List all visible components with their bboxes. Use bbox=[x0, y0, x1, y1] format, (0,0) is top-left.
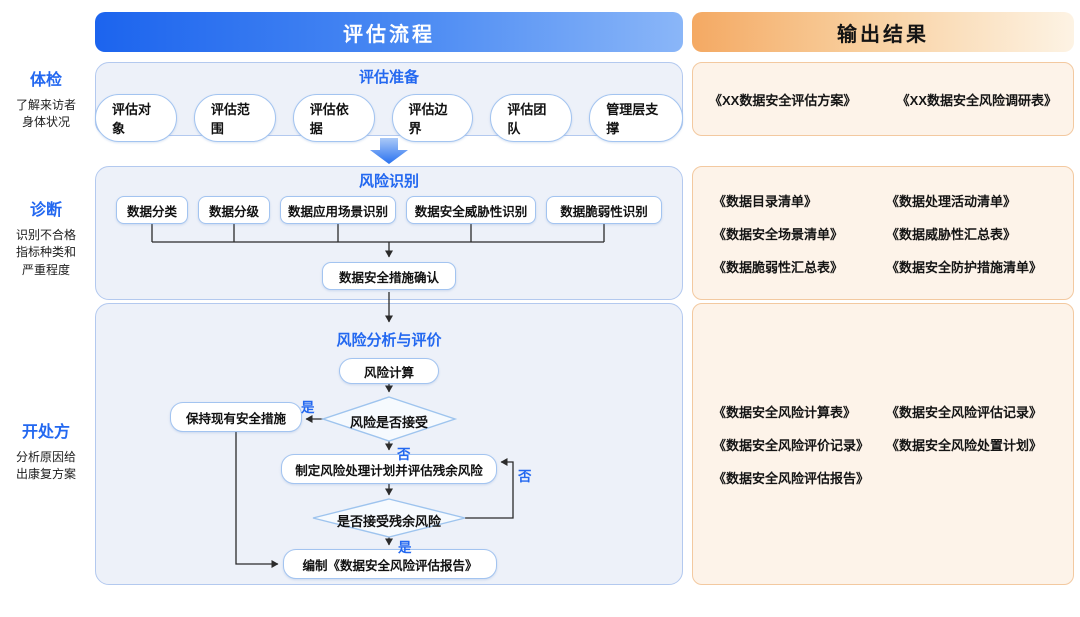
decision-accept-label: 风险是否接受 bbox=[349, 415, 428, 430]
label-no-residual: 否 bbox=[518, 469, 532, 484]
stage-prescription-desc: 分析原因给 出康复方案 bbox=[15, 450, 76, 482]
doc-item: 《数据目录清单》 bbox=[713, 193, 818, 209]
doc-item: 《数据安全风险评估报告》 bbox=[713, 470, 870, 486]
doc-item: 《数据安全风险评价记录》 bbox=[713, 437, 870, 453]
box-threat-identification: 数据安全威胁性识别 bbox=[406, 196, 536, 224]
doc-item: 《数据处理活动清单》 bbox=[886, 193, 1017, 209]
stage-prescription: 开处方 分析原因给 出康复方案 bbox=[0, 418, 92, 484]
decision-residual-label: 是否接受残余风险 bbox=[336, 514, 441, 529]
pill-assess-team: 评估团队 bbox=[490, 94, 573, 142]
stage-checkup-title: 体检 bbox=[29, 72, 62, 89]
doc-item: 《数据安全防护措施清单》 bbox=[886, 259, 1043, 275]
stage-diagnosis: 诊断 识别不合格 指标种类和 严重程度 bbox=[0, 196, 92, 279]
doc-item: 《数据安全风险评估记录》 bbox=[886, 404, 1043, 420]
box-data-classification: 数据分类 bbox=[116, 196, 188, 224]
box-keep-measures: 保持现有安全措施 bbox=[170, 402, 302, 432]
box-treatment-plan: 制定风险处理计划并评估残余风险 bbox=[281, 454, 497, 484]
output-docs-prepare: 《XX数据安全评估方案》 《XX数据安全风险调研表》 bbox=[692, 62, 1074, 136]
output-panel-prepare bbox=[692, 62, 1074, 136]
box-compile-report: 编制《数据安全风险评估报告》 bbox=[283, 549, 497, 579]
analysis-title: 风险分析与评价 bbox=[336, 332, 442, 349]
label-no-accept: 否 bbox=[397, 447, 411, 462]
doc-item: 《数据脆弱性汇总表》 bbox=[713, 259, 844, 275]
pill-assess-scope: 评估范围 bbox=[193, 94, 276, 142]
box-vulnerability-identification: 数据脆弱性识别 bbox=[546, 196, 662, 224]
doc-item: 《XX数据安全风险调研表》 bbox=[896, 92, 1057, 108]
pill-assess-object: 评估对象 bbox=[95, 94, 177, 142]
output-docs-identify: 《数据目录清单》 《数据处理活动清单》 《数据安全场景清单》 《数据威胁性汇总表… bbox=[692, 166, 1074, 300]
box-data-grading: 数据分级 bbox=[198, 196, 270, 224]
output-docs-analysis: 《数据安全风险计算表》 《数据安全风险评估记录》 《数据安全风险评价记录》 《数… bbox=[692, 303, 1074, 585]
doc-item: 《数据安全风险处置计划》 bbox=[886, 437, 1043, 453]
stage-checkup: 体检 了解来访者 身体状况 bbox=[0, 66, 92, 132]
label-yes-residual: 是 bbox=[398, 540, 412, 555]
output-panel-analysis bbox=[692, 303, 1074, 585]
stage-checkup-desc: 了解来访者 身体状况 bbox=[15, 98, 76, 130]
pill-management-support: 管理层支撑 bbox=[589, 94, 684, 142]
box-security-measure-confirm: 数据安全措施确认 bbox=[322, 262, 456, 290]
prepare-pill-row: 评估对象 评估范围 评估依据 评估边界 评估团队 管理层支撑 bbox=[95, 94, 684, 142]
pill-assess-basis: 评估依据 bbox=[292, 94, 375, 142]
doc-item: 《XX数据安全评估方案》 bbox=[709, 92, 857, 108]
prepare-title: 评估准备 bbox=[358, 69, 419, 86]
box-risk-calculation: 风险计算 bbox=[339, 358, 439, 384]
doc-item: 《数据威胁性汇总表》 bbox=[886, 226, 1017, 242]
output-header: 输出结果 bbox=[692, 12, 1074, 52]
output-panel-identify bbox=[692, 166, 1074, 300]
prepare-panel bbox=[95, 62, 683, 136]
doc-item: 《数据安全风险计算表》 bbox=[713, 404, 857, 420]
stage-diagnosis-title: 诊断 bbox=[29, 202, 62, 219]
label-yes-accept: 是 bbox=[301, 400, 315, 415]
pill-assess-boundary: 评估边界 bbox=[391, 94, 474, 142]
stage-prescription-title: 开处方 bbox=[21, 424, 70, 441]
doc-item: 《数据安全场景清单》 bbox=[713, 226, 844, 242]
box-scenario-identification: 数据应用场景识别 bbox=[280, 196, 396, 224]
process-header: 评估流程 bbox=[95, 12, 683, 52]
stage-diagnosis-desc: 识别不合格 指标种类和 严重程度 bbox=[15, 228, 76, 277]
identify-title: 风险识别 bbox=[358, 173, 419, 190]
